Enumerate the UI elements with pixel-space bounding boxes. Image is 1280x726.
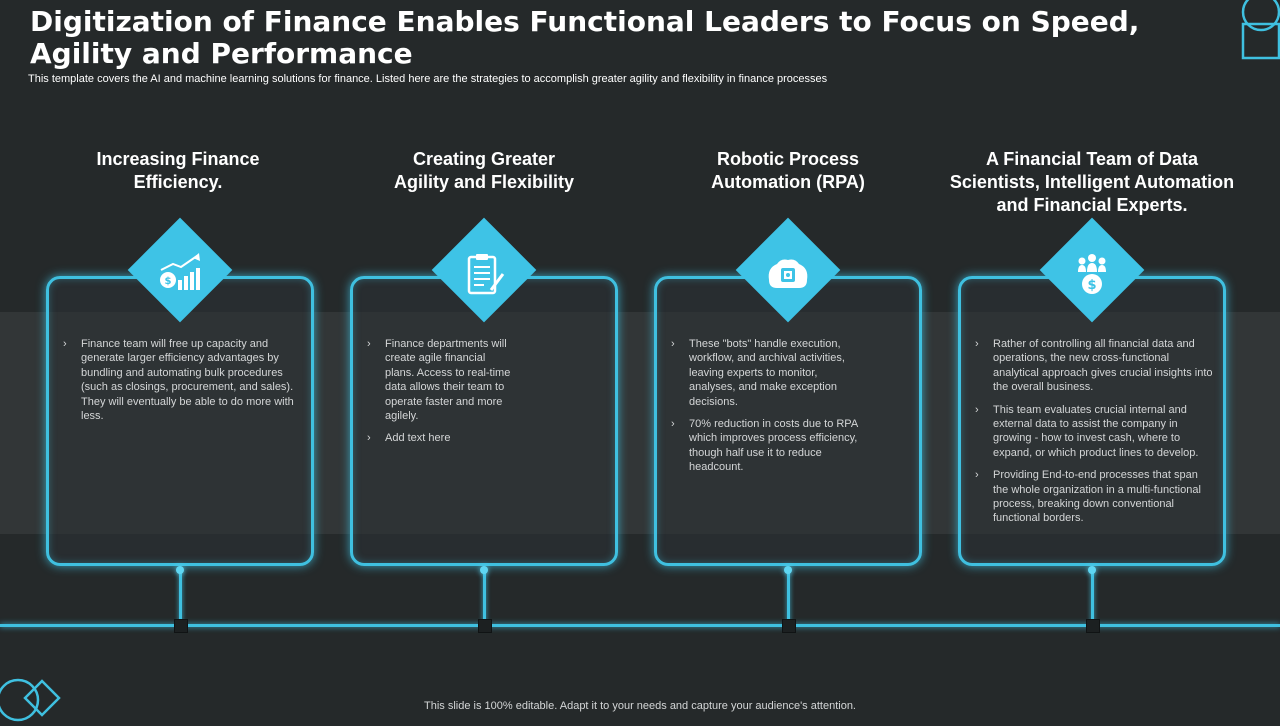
column-4-heading: A Financial Team of Data Scientists, Int… [949, 149, 1235, 215]
svg-text:$: $ [1087, 278, 1096, 293]
card-4-anchor-dot [1088, 566, 1096, 574]
card-1-bullets: ›Finance team will free up capacity and … [63, 337, 297, 431]
chevron-right-icon: › [975, 403, 979, 416]
card-2-bullets: ›Finance departments will create agile f… [367, 337, 515, 454]
finance-growth-icon: $ [160, 253, 200, 290]
footer-note: This slide is 100% editable. Adapt it to… [424, 700, 856, 712]
card-1-anchor-dot [176, 566, 184, 574]
chevron-right-icon: › [367, 432, 371, 445]
chevron-right-icon: › [367, 338, 371, 350]
connector-2 [483, 570, 486, 625]
chevron-right-icon: › [671, 418, 675, 431]
card-3-bullets: ›These "bots" handle execution, workflow… [671, 337, 859, 483]
connector-1 [179, 570, 182, 625]
svg-text:$: $ [165, 276, 172, 287]
column-2-heading: Creating Greater Agility and Flexibility [393, 149, 575, 192]
page-title: Digitization of Finance Enables Function… [30, 5, 1140, 70]
chevron-right-icon: › [63, 338, 67, 350]
corner-hexagon-decoration [1241, 0, 1280, 60]
timeline-marker-3 [782, 619, 796, 633]
robotic-brain-icon [768, 259, 808, 288]
list-item: ›These "bots" handle execution, workflow… [671, 338, 845, 408]
list-item: ›Providing End-to-end processes that spa… [975, 469, 1201, 525]
timeline-marker-4 [1086, 619, 1100, 633]
card-3-anchor-dot [784, 566, 792, 574]
chevron-right-icon: › [975, 469, 979, 482]
card-3: ›These "bots" handle execution, workflow… [654, 276, 922, 566]
card-4-bullets: ›Rather of controlling all financial dat… [975, 337, 1213, 534]
chevron-right-icon: › [975, 338, 979, 350]
card-2-anchor-dot [480, 566, 488, 574]
column-1-heading: Increasing Finance Efficiency. [96, 149, 260, 192]
clipboard-checklist-icon [467, 254, 505, 295]
connector-4 [1091, 570, 1094, 625]
timeline-marker-1 [174, 619, 188, 633]
list-item: ›Add text here [367, 432, 451, 445]
connector-3 [787, 570, 790, 625]
timeline-marker-2 [478, 619, 492, 633]
timeline-line [0, 624, 1280, 627]
card-2: ›Finance departments will create agile f… [350, 276, 618, 566]
finance-team-icon: $ [1078, 254, 1106, 294]
list-item: ›Finance departments will create agile f… [367, 338, 511, 423]
card-4: ›Rather of controlling all financial dat… [958, 276, 1226, 566]
page-subtitle: This template covers the AI and machine … [28, 73, 828, 85]
chevron-right-icon: › [671, 338, 675, 350]
column-3-heading: Robotic Process Automation (RPA) [711, 149, 865, 192]
list-item: ›Finance team will free up capacity and … [63, 338, 294, 423]
list-item: ›70% reduction in costs due to RPA which… [671, 418, 858, 474]
list-item: ›This team evaluates crucial internal an… [975, 403, 1199, 459]
list-item: ›Rather of controlling all financial dat… [975, 338, 1213, 394]
